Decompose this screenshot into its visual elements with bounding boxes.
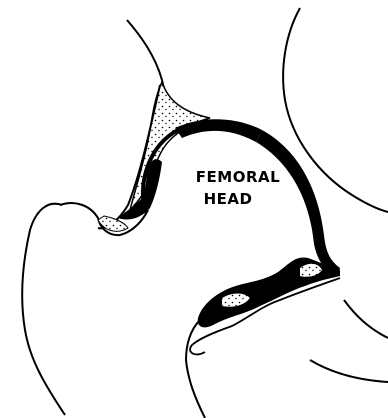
ischium-contour — [22, 204, 65, 415]
head-label: HEAD — [204, 190, 253, 208]
femoral-neck-lower — [186, 320, 205, 418]
trochanter-curve-1 — [344, 300, 388, 338]
femoral-head-cartilage — [256, 130, 340, 276]
femoral-label: FEMORAL — [196, 168, 280, 186]
trochanter-curve-2 — [310, 360, 388, 382]
